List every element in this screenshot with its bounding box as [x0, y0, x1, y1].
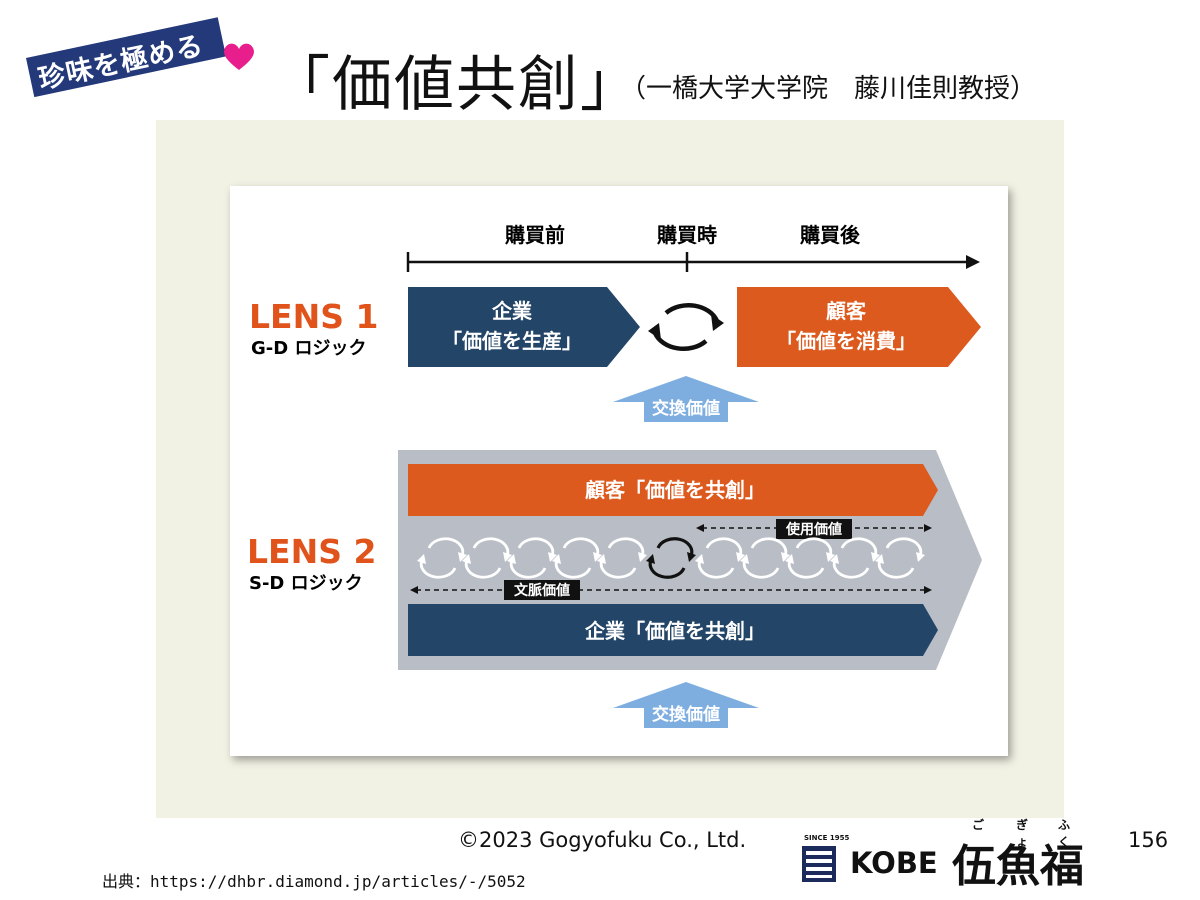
timeline: 購買前 購買時 購買後 — [406, 223, 980, 272]
logo-ruby-fuku: ふく — [1058, 818, 1071, 849]
badge-text: 珍味を極める — [35, 30, 207, 96]
logo-kobe: KOBE — [850, 846, 938, 880]
value-cocreation-diagram: 購買前 購買時 購買後 LENS 1 G-D ロジック 企業 「価値を生産」 顧… — [247, 223, 982, 728]
lens1-company-line2: 「価値を生産」 — [442, 329, 582, 353]
value-cycles-row — [415, 537, 927, 579]
use-value-left-arrowhead — [696, 524, 704, 532]
logo-since: SINCE 1955 — [804, 834, 850, 842]
source-citation: 出典：https://dhbr.diamond.jp/articles/-/50… — [102, 872, 526, 891]
label-before-purchase: 購買前 — [505, 223, 565, 247]
context-value-label: 文脈価値 — [514, 582, 570, 599]
logo-ruby-go: ご — [972, 818, 985, 832]
use-value-right-arrowhead — [924, 524, 932, 532]
lens1-customer-line2: 「価値を消費」 — [776, 329, 916, 353]
timeline-arrowhead — [966, 255, 980, 269]
lens1-exchange-value-arrow — [613, 376, 759, 422]
page-number: 156 — [1128, 828, 1169, 852]
page-title: 「価値共創」 — [270, 50, 642, 120]
use-value-label: 使用価値 — [785, 521, 842, 538]
lens2-customer-bar — [408, 464, 938, 516]
lens1-sublabel: G-D ロジック — [251, 338, 366, 359]
lens1-exchange-cycle-icon — [648, 302, 724, 352]
lens2-customer-label: 顧客「価値を共創」 — [585, 478, 765, 502]
lens2-exchange-value-arrow — [613, 682, 759, 728]
context-value-left-arrowhead — [410, 586, 418, 594]
lens2-company-bar — [408, 604, 938, 656]
logo-ruby-gyo: ぎょ — [1016, 818, 1029, 849]
context-value-right-arrowhead — [924, 586, 932, 594]
logo-name: 伍魚福 — [952, 841, 1084, 892]
context-value-tag — [504, 580, 580, 600]
lens1-company-arrow — [408, 287, 640, 367]
lens2-label: LENS 2 — [247, 532, 376, 571]
badge: 珍味を極める — [26, 14, 243, 101]
page-subtitle: （一橋大学大学院 藤川佳則教授） — [620, 74, 1037, 104]
lens1-company-line1: 企業 — [491, 299, 533, 323]
lens2-sublabel: S-D ロジック — [249, 573, 363, 594]
use-value-tag — [776, 519, 852, 539]
label-at-purchase: 購買時 — [657, 223, 717, 247]
lens1-label: LENS 1 — [249, 297, 378, 336]
lens1-customer-line1: 顧客 — [826, 299, 867, 323]
lens1-exchange-value-label: 交換価値 — [652, 398, 720, 419]
exchange-cycle-icon — [646, 537, 696, 579]
logo-mark-icon — [802, 846, 836, 882]
lens1: LENS 1 G-D ロジック 企業 「価値を生産」 顧客 「価値を消費」 交換… — [249, 287, 981, 422]
lens2-company-label: 企業「価値を共創」 — [584, 619, 765, 643]
copyright: ©2023 Gogyofuku Co., Ltd. — [458, 828, 747, 852]
heart-icon — [224, 43, 254, 70]
lens1-customer-arrow — [737, 287, 981, 367]
lens2: LENS 2 S-D ロジック 顧客「価値を共創」 企業「価値を共創」 使用価値 — [247, 450, 982, 728]
label-after-purchase: 購買後 — [800, 223, 861, 247]
lens2-exchange-value-label: 交換価値 — [652, 704, 720, 725]
